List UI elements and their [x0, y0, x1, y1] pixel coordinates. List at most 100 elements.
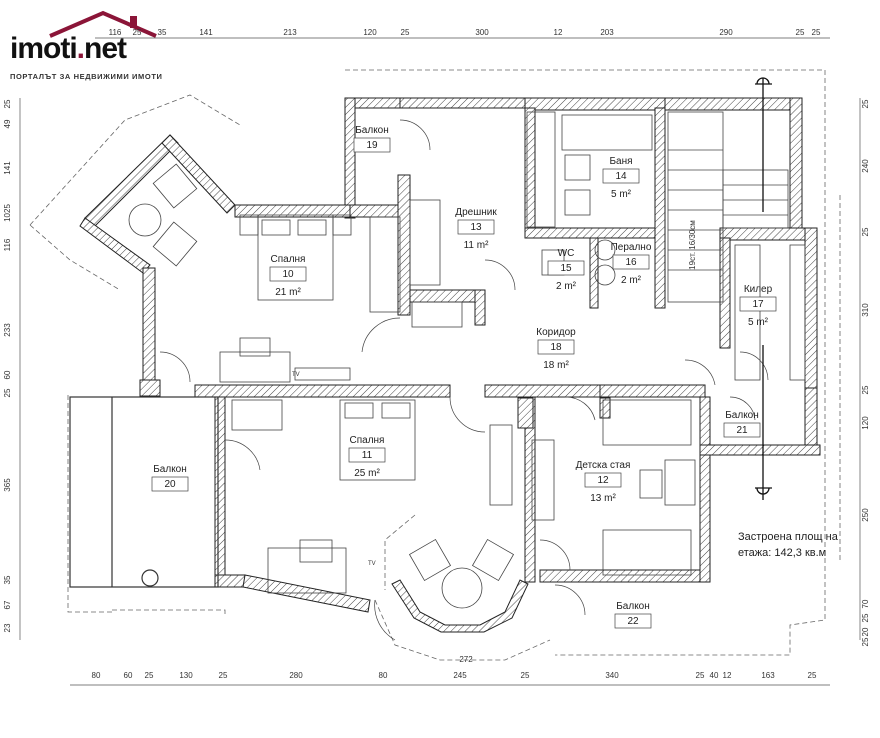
dimension-label: 25: [861, 99, 870, 108]
room-area: 5 m²: [611, 189, 632, 200]
room-number: 18: [550, 342, 562, 353]
dimension-label: 340: [605, 671, 619, 680]
dimension-label: 25: [861, 385, 870, 394]
dimension-label: 35: [158, 28, 167, 37]
room-16: Перално 16 2 m²: [611, 242, 652, 286]
room-name: Спалня: [350, 435, 385, 446]
dimension-label: 141: [3, 161, 12, 175]
dimension-lines: [19, 37, 861, 686]
dimension-label: 20: [861, 627, 870, 636]
dimension-label: 60: [124, 671, 133, 680]
room-number-box: [547, 260, 585, 276]
room-number: 15: [560, 263, 572, 274]
dimension-label: 120: [861, 416, 870, 430]
dimension-label: 25: [696, 671, 705, 680]
balcony-20-rail: [69, 396, 219, 588]
dimension-label: 130: [179, 671, 193, 680]
dimension-label: 245: [453, 671, 467, 680]
dimension-label: 70: [861, 599, 870, 608]
room-number: 21: [736, 425, 748, 436]
room-name: Дрешник: [455, 207, 497, 218]
room-number: 16: [625, 257, 637, 268]
brand-dot: .: [76, 32, 85, 65]
brand-name-part-b: net: [84, 32, 127, 65]
room-name: Балкон: [153, 464, 187, 475]
dimension-label: 25: [3, 99, 12, 108]
room-name: Спалня: [271, 254, 306, 265]
room-area: 2 m²: [621, 275, 642, 286]
room-number-box: [614, 613, 652, 629]
tv-label: TV: [292, 372, 300, 378]
dimension-label: 35: [3, 575, 12, 584]
dimension-label: 25: [861, 227, 870, 236]
room-number-box: [537, 339, 575, 355]
room-name: Балкон: [616, 601, 650, 612]
dimension-label: 365: [3, 478, 12, 492]
room-name: Детска стая: [576, 460, 631, 471]
room-number: 12: [597, 475, 609, 486]
dimension-label: 280: [289, 671, 303, 680]
dimension-label: 300: [475, 28, 489, 37]
dimension-label: 25: [812, 28, 821, 37]
column-icon: [141, 569, 159, 587]
room-number-box: [151, 476, 189, 492]
room-number: 22: [627, 616, 639, 627]
furniture: [128, 111, 806, 609]
room-area: 11 m²: [464, 240, 489, 251]
room-number-box: [723, 422, 761, 438]
room-13: Дрешник 13 11 m²: [455, 207, 497, 251]
room-number-box: [602, 168, 640, 184]
dimension-label: 49: [3, 119, 12, 128]
doors: [159, 119, 769, 641]
dimension-label: 25: [861, 613, 870, 622]
dimension-label: 60: [3, 370, 12, 379]
dimension-label: 25: [145, 671, 154, 680]
dimension-label: 233: [3, 323, 12, 337]
room-number: 11: [362, 450, 373, 461]
dimension-label: 116: [109, 28, 122, 37]
room-area: 25 m²: [354, 468, 380, 479]
dimension-label: 67: [3, 600, 12, 609]
roof-logo-icon: [49, 10, 157, 38]
dimension-label: 1025: [3, 204, 12, 222]
dimension-label: 12: [723, 671, 732, 680]
stair-label: 19ст. 16/30см: [688, 220, 697, 270]
dimension-label: 163: [761, 671, 775, 680]
room-name: Килер: [744, 284, 773, 295]
room-name: WC: [558, 248, 575, 259]
room-name: Коридор: [536, 327, 576, 338]
dimension-label: 25: [401, 28, 410, 37]
dimension-label: 290: [719, 28, 733, 37]
brand-name-part-a: imoti: [10, 32, 78, 65]
dimension-label: 25: [133, 28, 142, 37]
dimension-label: 213: [283, 28, 297, 37]
room-number: 20: [164, 479, 176, 490]
dimension-label: 12: [554, 28, 563, 37]
room-number-box: [348, 447, 386, 463]
room-name: Перално: [611, 242, 652, 253]
room-number: 10: [282, 269, 294, 280]
room-number-box: [612, 254, 650, 270]
room-22: Балкон 22: [614, 601, 652, 629]
dimension-label: 25: [796, 28, 805, 37]
room-name: Баня: [609, 156, 632, 167]
room-15: WC 15 2 m²: [547, 248, 585, 292]
room-area: 2 m²: [556, 281, 577, 292]
room-number: 19: [366, 140, 378, 151]
dimension-label: 120: [363, 28, 377, 37]
brand-name: imoti.net: [10, 32, 127, 66]
dimension-label: 25: [861, 637, 870, 646]
room-number-box: [457, 219, 495, 235]
room-number: 13: [470, 222, 482, 233]
room-area: 13 m²: [590, 493, 616, 504]
site-logo[interactable]: imoti.net ПОРТАЛЪТ ЗА НЕДВИЖИМИ ИМОТИ: [8, 10, 178, 90]
room-area: 21 m²: [275, 287, 301, 298]
